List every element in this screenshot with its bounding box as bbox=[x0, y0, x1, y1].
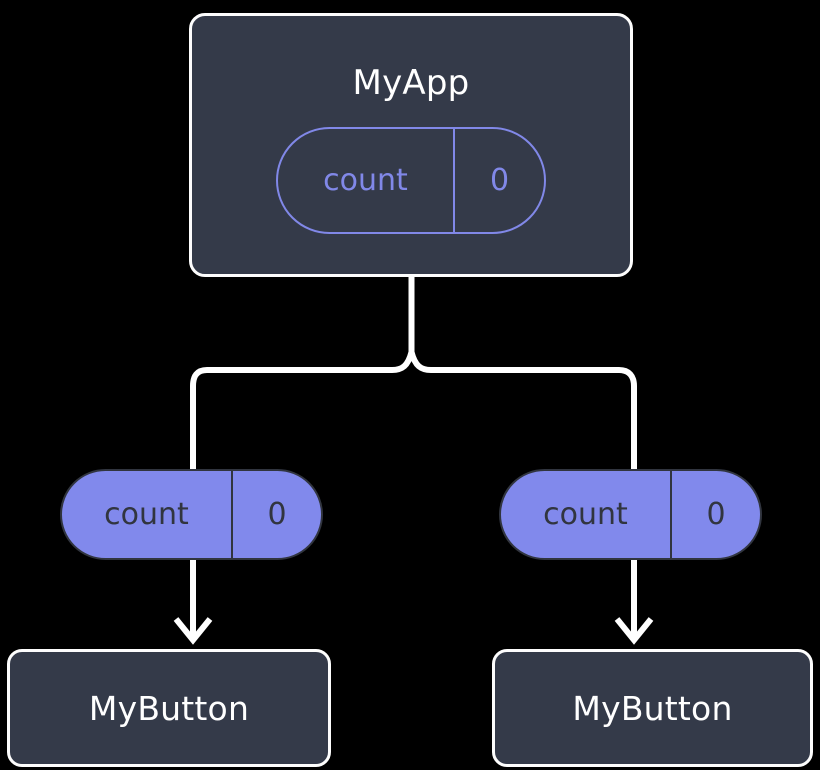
prop-pill-right[interactable]: count 0 bbox=[499, 469, 762, 560]
prop-pill-left-key: count bbox=[62, 471, 233, 558]
prop-pill-right-key: count bbox=[501, 471, 672, 558]
component-label-myapp: MyApp bbox=[352, 63, 470, 103]
edge-fork-right bbox=[408, 351, 637, 470]
component-node-mybutton-left[interactable]: MyButton bbox=[7, 649, 331, 767]
arrow-head-left-icon bbox=[173, 617, 213, 645]
prop-pill-left-value: 0 bbox=[267, 496, 287, 532]
state-pill-root-value: 0 bbox=[489, 162, 510, 198]
component-label-mybutton-right: MyButton bbox=[572, 688, 733, 728]
prop-pill-left[interactable]: count 0 bbox=[60, 469, 323, 560]
state-pill-root[interactable]: count 0 bbox=[276, 127, 546, 234]
prop-pill-right-value: 0 bbox=[706, 496, 726, 532]
arrow-head-right-icon bbox=[614, 617, 654, 645]
component-label-mybutton-left: MyButton bbox=[88, 688, 250, 728]
edge-fork-left bbox=[190, 351, 415, 470]
state-pill-root-key: count bbox=[278, 129, 455, 232]
component-node-mybutton-right[interactable]: MyButton bbox=[492, 649, 813, 767]
